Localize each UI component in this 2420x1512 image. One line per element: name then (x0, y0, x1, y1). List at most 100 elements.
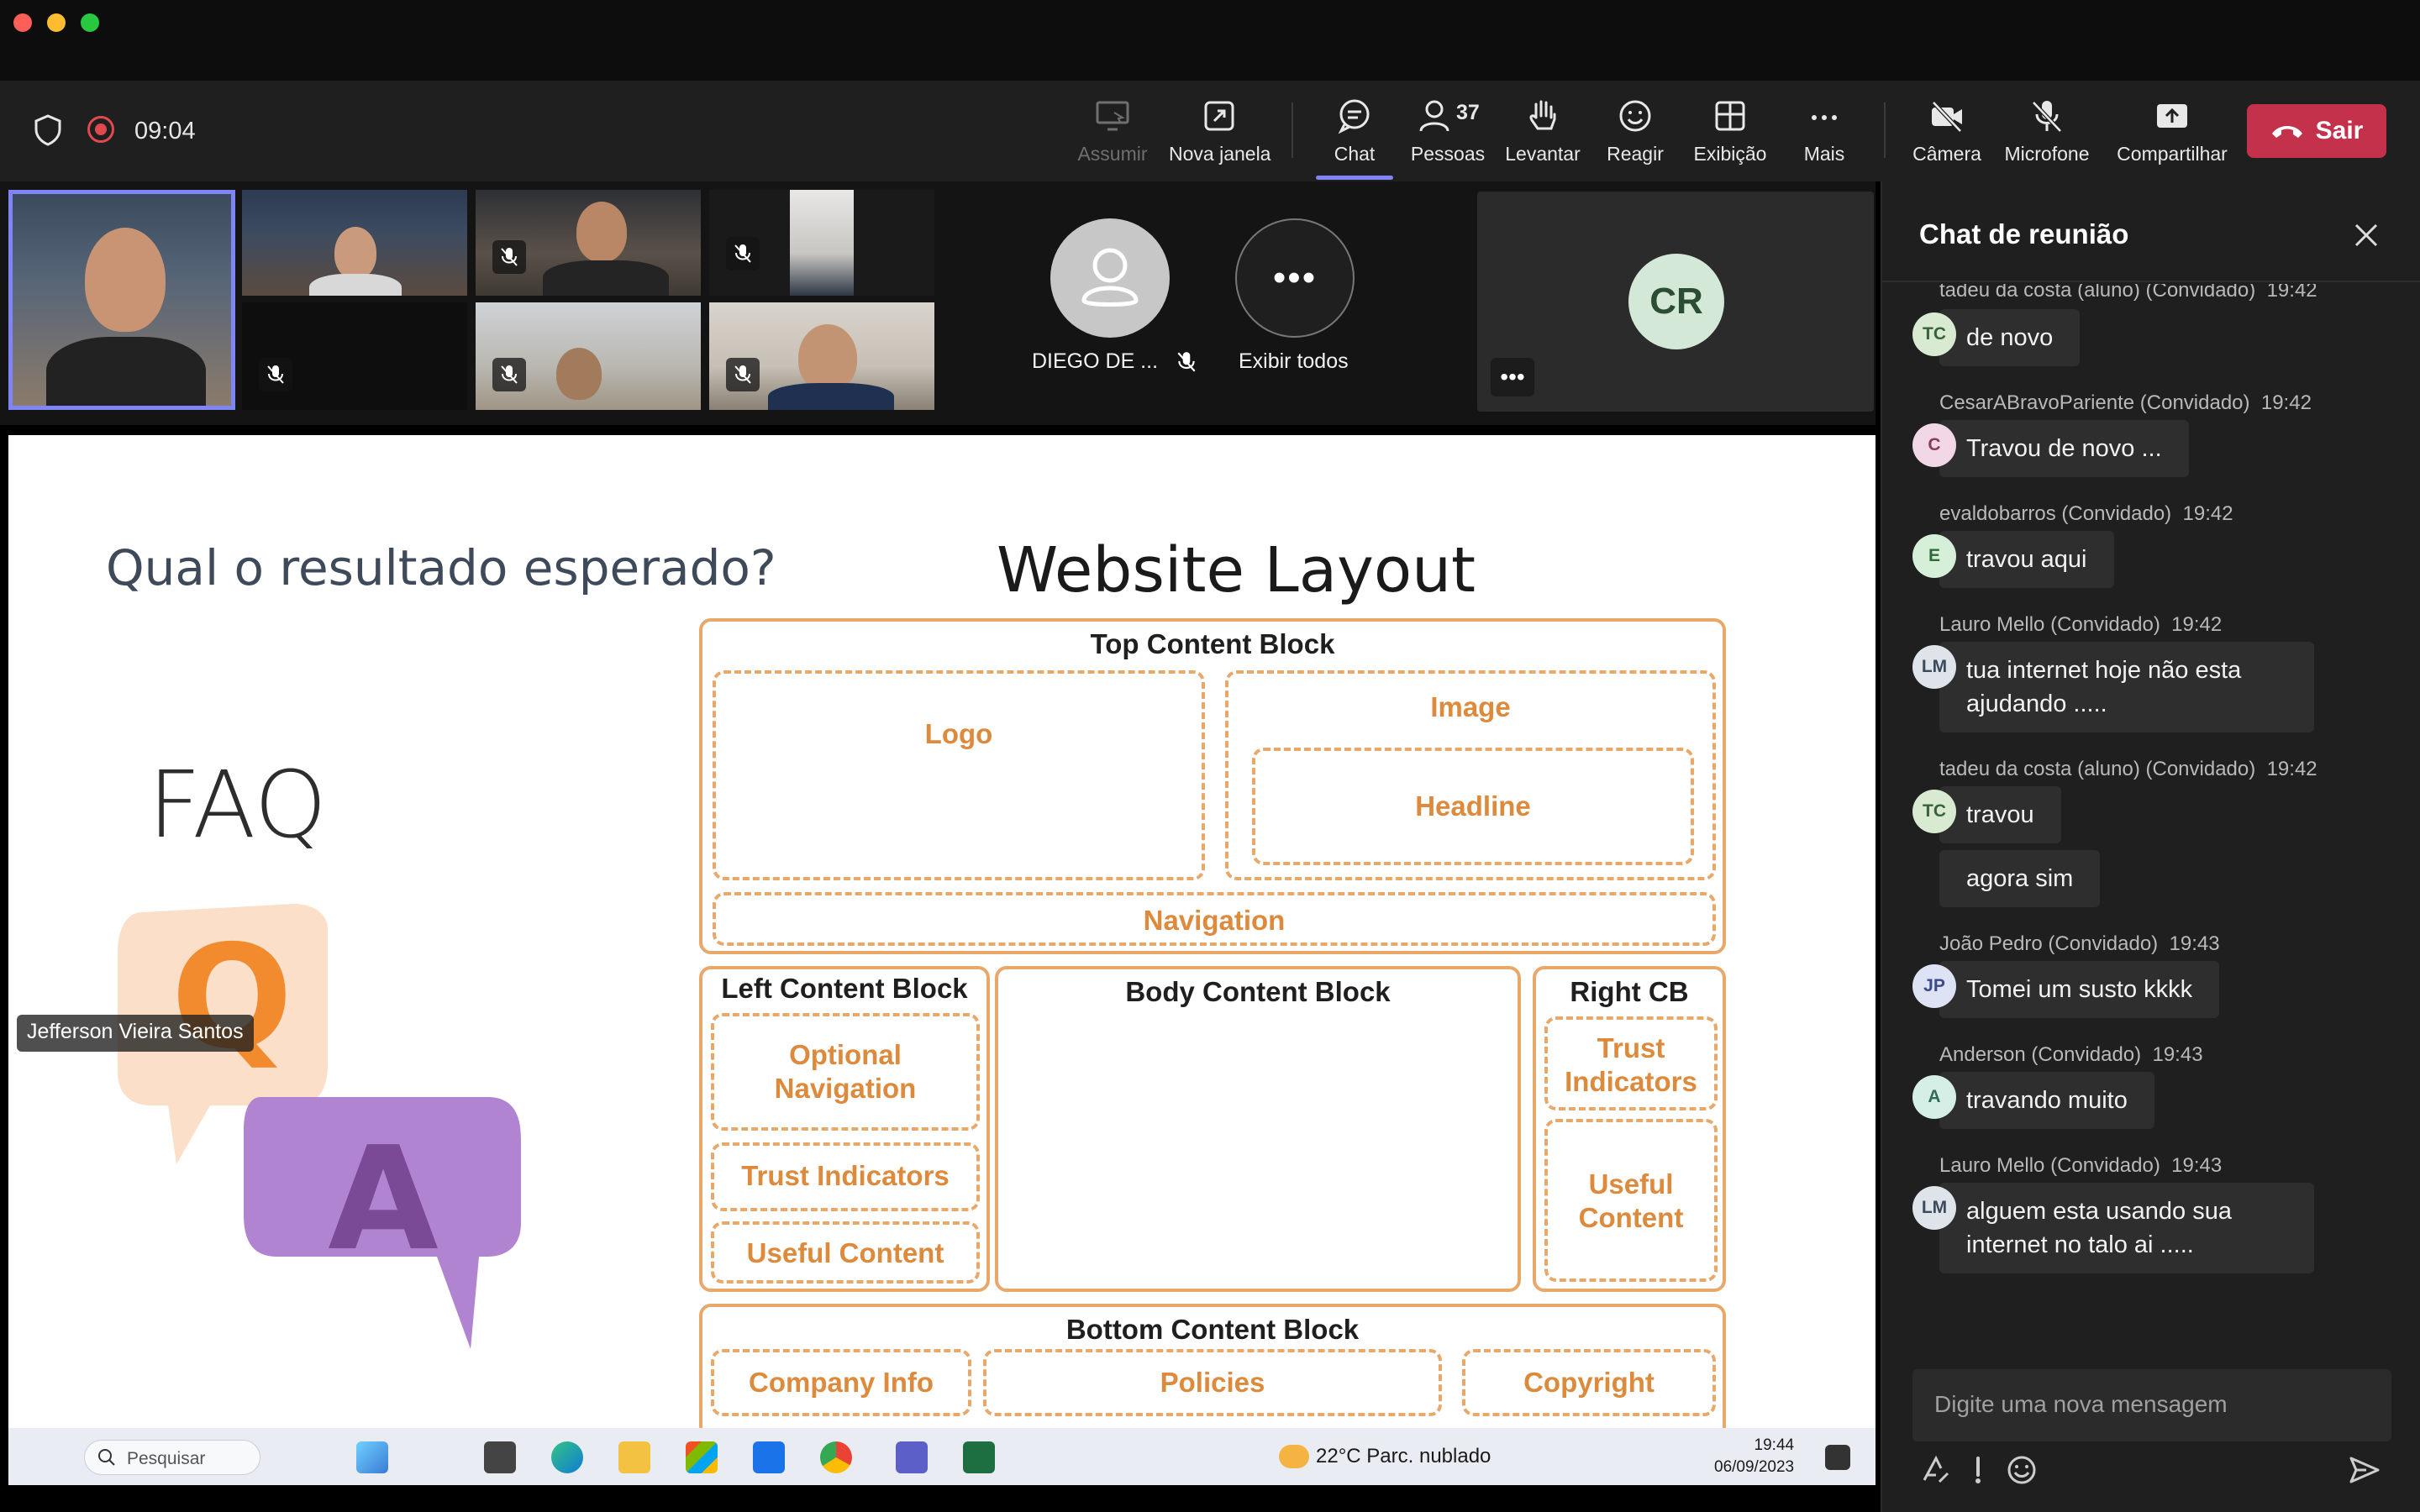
trust-indicators-block: Trust Indicators (711, 1142, 980, 1211)
mais-button[interactable]: Mais (1774, 97, 1875, 173)
participant-body (46, 337, 206, 406)
sender-avatar: JP (1912, 964, 1956, 1008)
view-layout-icon (1715, 101, 1745, 131)
emoji-icon[interactable] (2005, 1453, 2039, 1487)
microfone-button[interactable]: Microfone (1996, 97, 2097, 173)
toolbar-divider (1292, 102, 1293, 158)
message-bubble[interactable]: agora sim (1939, 850, 2101, 907)
message-bubble[interactable]: travando muito (1939, 1072, 2154, 1129)
message-sender: Anderson (Convidado) (1939, 1043, 2142, 1066)
camera-button[interactable]: Câmera (1897, 97, 1997, 173)
message-bubble[interactable]: alguem esta usando sua internet no talo … (1939, 1183, 2314, 1273)
muted-indicator (492, 240, 526, 274)
assumir-button[interactable]: Assumir (1062, 97, 1163, 173)
self-video-tile[interactable] (8, 190, 235, 410)
close-icon[interactable] (2351, 220, 2381, 250)
useful-content-label: Useful Content (746, 1237, 944, 1268)
mail-icon (753, 1441, 785, 1473)
mic-off-icon (2032, 101, 2062, 133)
message-meta: tadeu da costa (aluno) (Convidado) 19:42 (1939, 758, 2317, 781)
chat-header: Chat de reunião (1882, 181, 2420, 282)
a-speech-bubble (244, 1097, 521, 1349)
chat-message-list[interactable]: tadeu da costa (aluno) (Convidado) 19:42… (1882, 284, 2420, 1359)
exibicao-button[interactable]: Exibição (1680, 97, 1781, 173)
participant-face (334, 227, 376, 279)
zoom-window-button[interactable] (81, 13, 99, 32)
participant-video-tile[interactable] (242, 302, 467, 410)
recording-icon (87, 116, 114, 143)
send-icon[interactable] (2348, 1453, 2381, 1487)
mic-off-icon (734, 244, 751, 263)
assumir-label: Assumir (1077, 143, 1148, 165)
message-bubble[interactable]: Travou de novo ... (1939, 420, 2189, 477)
show-all-participants-button[interactable]: ••• (1235, 218, 1355, 338)
chat-title: Chat de reunião (1919, 218, 2129, 249)
shield-icon (34, 114, 61, 146)
sender-avatar: LM (1912, 1186, 1956, 1230)
message-bubble[interactable]: travou aqui (1939, 531, 2114, 588)
message-bubble[interactable]: Tomei um susto kkkk (1939, 961, 2220, 1018)
message-meta: tadeu da costa (aluno) (Convidado) 19:42 (1939, 284, 2317, 302)
participant-video-tile[interactable] (476, 302, 701, 410)
message-bubble[interactable]: de novo (1939, 309, 2081, 366)
shared-screen: Qual o resultado esperado? Website Layou… (8, 435, 1876, 1485)
leave-meeting-button[interactable]: Sair (2247, 104, 2386, 158)
compartilhar-button[interactable]: Compartilhar (2116, 97, 2228, 173)
message-sender: evaldobarros (Convidado) (1939, 502, 2172, 525)
mais-label: Mais (1803, 143, 1845, 165)
message-meta: Lauro Mello (Convidado) 19:43 (1939, 1154, 2222, 1178)
message-bubble[interactable]: travou (1939, 786, 2061, 843)
levantar-mao-button[interactable]: Levantar (1492, 97, 1593, 173)
sender-avatar: TC (1912, 312, 1956, 356)
toolbar-divider (1884, 102, 1886, 158)
tile-more-options-button[interactable]: ••• (1491, 358, 1534, 396)
company-info-block: Company Info (711, 1349, 971, 1416)
emoji-icon (1619, 100, 1651, 132)
chat-message-input[interactable]: Digite uma nova mensagem (1912, 1369, 2391, 1441)
mic-off-icon (501, 248, 518, 266)
close-window-button[interactable] (13, 13, 32, 32)
participant-face (798, 324, 857, 391)
participant-body (309, 274, 402, 296)
chat-button[interactable]: Chat (1304, 97, 1405, 180)
participant-video-tile[interactable] (709, 302, 934, 410)
participant-video-tile[interactable]: CR ••• (1477, 192, 1874, 412)
participant-video (790, 190, 854, 296)
people-count: 37 (1456, 101, 1480, 124)
headline-label: Headline (1415, 790, 1531, 822)
taskbar-weather: 22°C Parc. nublado (1316, 1445, 1491, 1467)
camera-off-icon (1932, 101, 1962, 133)
message-time: 19:42 (2266, 758, 2317, 780)
participant-avatar[interactable] (1050, 218, 1170, 338)
excel-icon (963, 1441, 995, 1473)
left-content-block: Left Content Block Optional Navigation T… (699, 966, 990, 1292)
copyright-block: Copyright (1462, 1349, 1716, 1416)
chat-label: Chat (1334, 143, 1376, 165)
priority-icon[interactable] (1961, 1453, 1995, 1487)
nova-janela-button[interactable]: Nova janela (1169, 97, 1270, 173)
message-meta: evaldobarros (Convidado) 19:42 (1939, 502, 2233, 526)
useful-content-block: Useful Content (711, 1221, 980, 1284)
body-content-block: Body Content Block (995, 966, 1521, 1292)
pessoas-button[interactable]: 37 Pessoas (1397, 97, 1498, 173)
meeting-timer: 09:04 (134, 118, 196, 144)
mic-off-icon (501, 365, 518, 384)
task-view-icon (484, 1441, 516, 1473)
image-label: Image (1430, 691, 1511, 722)
reagir-label: Reagir (1607, 143, 1664, 165)
meeting-chat-panel: Chat de reunião tadeu da costa (aluno) (… (1881, 181, 2420, 1512)
message-meta: João Pedro (Convidado) 19:43 (1939, 932, 2220, 956)
participant-video-tile[interactable] (709, 190, 934, 296)
message-bubble[interactable]: tua internet hoje não esta ajudando ....… (1939, 642, 2314, 732)
raise-hand-icon (1529, 100, 1556, 130)
message-sender: Lauro Mello (Convidado) (1939, 1154, 2160, 1177)
reagir-button[interactable]: Reagir (1585, 97, 1686, 173)
store-icon (686, 1441, 718, 1473)
minimize-window-button[interactable] (47, 13, 66, 32)
teams-icon (896, 1441, 928, 1473)
right-content-block: Right CB Trust Indicators Useful Content (1533, 966, 1726, 1292)
format-icon[interactable] (1919, 1453, 1953, 1487)
participant-video-tile[interactable] (476, 190, 701, 296)
participant-video-tile[interactable] (242, 190, 467, 296)
body-block-label: Body Content Block (1125, 976, 1391, 1007)
